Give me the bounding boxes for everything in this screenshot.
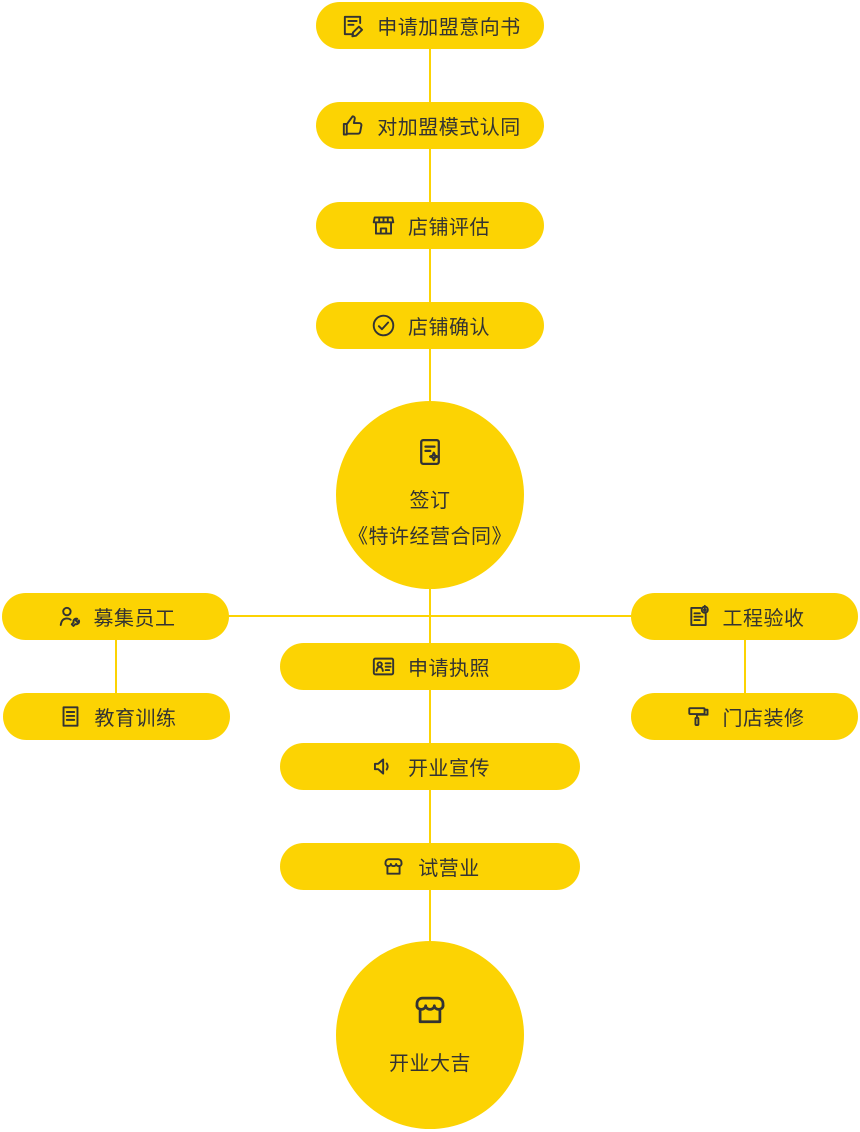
step-label: 对加盟模式认同 — [377, 117, 521, 139]
step-apply-license: 申请执照 — [280, 643, 580, 690]
recruit-user-wrench-icon — [56, 603, 83, 630]
step-store-evaluation: 店铺评估 — [316, 202, 544, 249]
node-sign-contract: 签订 《特许经营合同》 — [336, 401, 524, 589]
step-label: 试营业 — [418, 858, 480, 880]
step-label: 申请执照 — [408, 658, 490, 680]
step-education-training: 教育训练 — [3, 693, 230, 740]
step-apply-intent-letter: 申请加盟意向书 — [316, 2, 544, 49]
contract-label-line2: 《特许经营合同》 — [348, 526, 512, 548]
contract-star-icon — [413, 435, 447, 469]
step-label: 店铺确认 — [408, 317, 490, 339]
paint-roller-icon — [685, 703, 712, 730]
storefront-awning-icon — [370, 212, 397, 239]
node-grand-opening: 开业大吉 — [336, 941, 524, 1129]
step-opening-promotion: 开业宣传 — [280, 743, 580, 790]
connector-right-vertical — [744, 616, 746, 716]
store-scalloped-awning-icon — [408, 988, 452, 1032]
step-label: 工程验收 — [722, 608, 805, 630]
step-recruit-staff: 募集员工 — [2, 593, 229, 640]
document-edit-icon — [339, 12, 366, 39]
check-circle-icon — [370, 312, 397, 339]
thumbs-up-icon — [339, 112, 366, 139]
step-trial-operation: 试营业 — [280, 843, 580, 890]
step-label: 募集员工 — [93, 608, 176, 630]
connector-left-vertical — [115, 616, 117, 716]
step-label: 开业宣传 — [408, 758, 490, 780]
step-store-decoration: 门店装修 — [631, 693, 858, 740]
step-label: 店铺评估 — [408, 217, 490, 239]
connector-horizontal — [116, 615, 746, 617]
training-book-icon — [57, 703, 84, 730]
node-label: 开业大吉 — [389, 1053, 471, 1075]
step-agree-franchise-model: 对加盟模式认同 — [316, 102, 544, 149]
step-engineering-acceptance: 工程验收 — [631, 593, 858, 640]
speaker-icon — [370, 753, 397, 780]
step-label: 申请加盟意向书 — [377, 17, 521, 39]
step-store-confirmation: 店铺确认 — [316, 302, 544, 349]
step-label: 教育训练 — [94, 708, 177, 730]
node-label: 签订 《特许经营合同》 — [348, 483, 512, 555]
inspection-document-badge-icon — [685, 603, 712, 630]
step-label: 门店装修 — [722, 708, 805, 730]
license-id-card-icon — [370, 653, 397, 680]
contract-label-line1: 签订 — [409, 490, 451, 512]
store-scalloped-awning-icon — [380, 853, 407, 880]
